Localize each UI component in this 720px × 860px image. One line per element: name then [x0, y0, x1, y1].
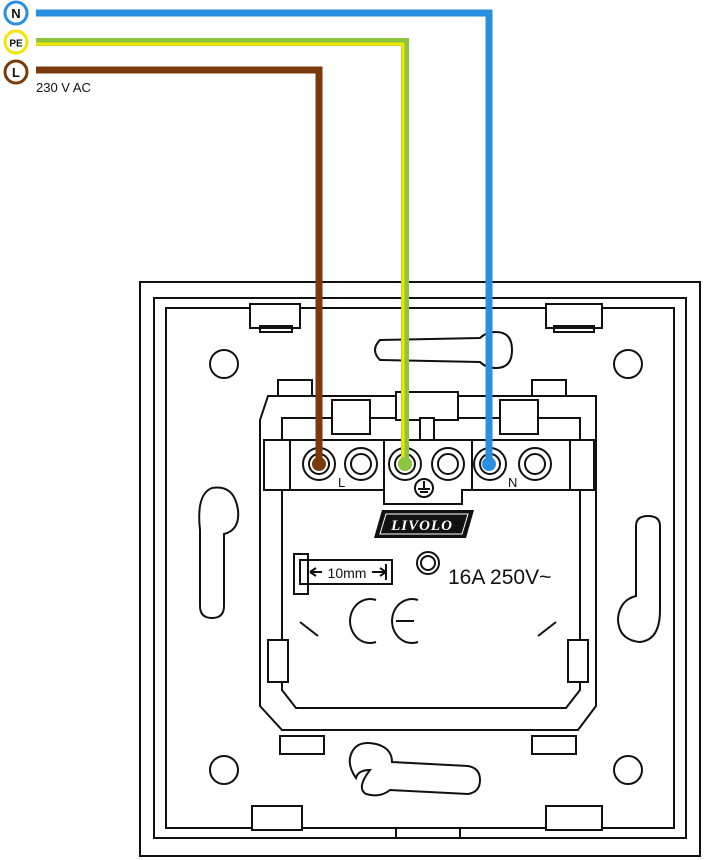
strip-length-gauge: 10mm: [293, 553, 393, 595]
ce-mark-icon: [349, 598, 419, 644]
wall-plate: [139, 281, 701, 857]
live-symbol: L: [12, 65, 20, 80]
terminal-label-live: L: [338, 475, 345, 490]
brand-name: LIVOLO: [390, 518, 453, 534]
earth-symbol: PE: [9, 39, 23, 50]
brand-logo: LIVOLO: [374, 510, 474, 538]
strip-length-label: 10mm: [328, 565, 367, 581]
socket-insert: [259, 379, 597, 755]
rating-label: 16A 250V~: [448, 566, 551, 589]
neutral-wire: [36, 9, 496, 471]
screw-terminal-earth-2: [431, 447, 465, 481]
voltage-label: 230 V AC: [36, 80, 91, 95]
earth-ground-icon: [414, 478, 434, 498]
terminal-label-neutral: N: [508, 475, 517, 490]
screw-terminal-neutral-2: [518, 447, 552, 481]
neutral-badge: N: [3, 0, 29, 26]
terminal-block: L N: [263, 439, 595, 505]
earth-badge: PE: [3, 29, 29, 55]
live-wire: [36, 66, 326, 471]
earth-wire: [36, 38, 412, 471]
neutral-symbol: N: [11, 6, 20, 21]
indicator-led-icon: [416, 551, 440, 575]
live-badge: L: [3, 59, 29, 85]
screw-terminal-live-2: [344, 447, 378, 481]
